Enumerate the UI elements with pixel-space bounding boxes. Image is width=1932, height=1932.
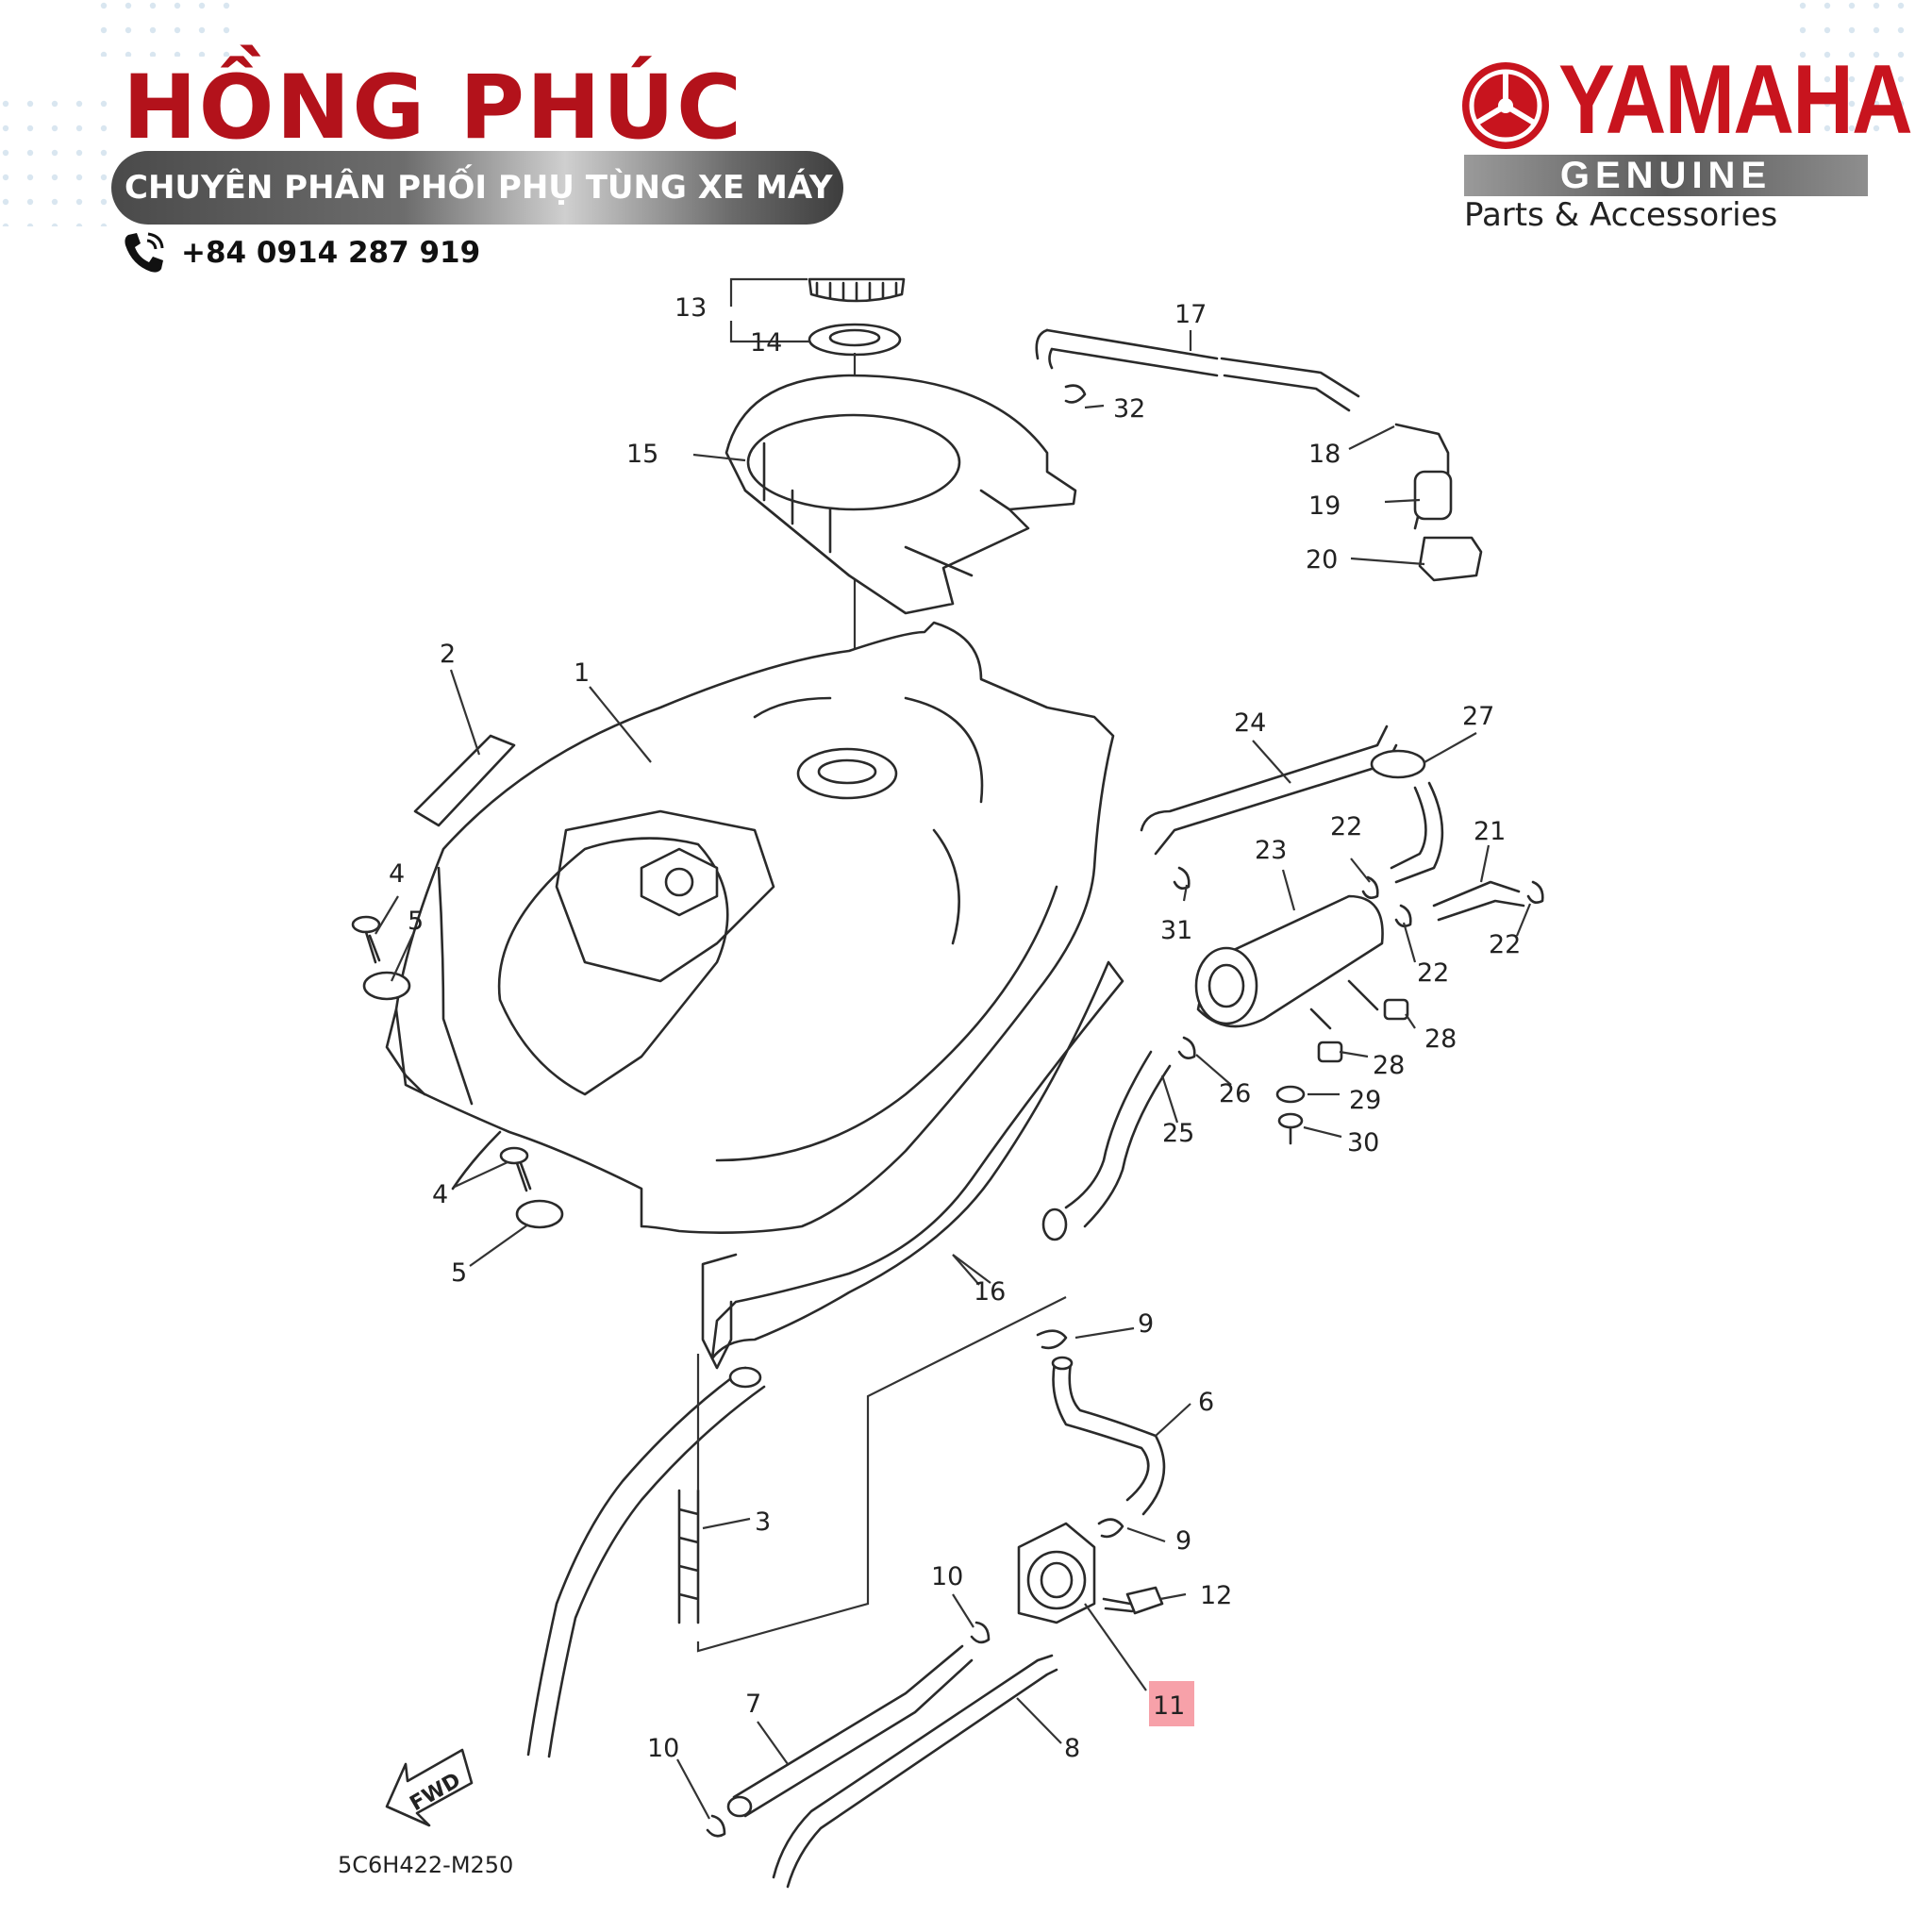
damper-28b[interactable]	[1317, 1041, 1343, 1063]
cap-gasket[interactable]	[808, 323, 902, 357]
bolt-12[interactable]	[1102, 1586, 1164, 1615]
callout-20[interactable]: 20	[1306, 545, 1338, 575]
fwd-arrow-icon: FWD	[385, 1748, 474, 1827]
callout-24[interactable]: 24	[1234, 708, 1266, 738]
check-valve[interactable]	[1394, 423, 1483, 582]
fuel-strainer[interactable]	[677, 1489, 700, 1624]
callout-22c[interactable]: 22	[1489, 930, 1521, 959]
genuine-bar: GENUINE	[1464, 155, 1868, 196]
hose-clip-9a[interactable]	[1036, 1329, 1068, 1350]
tagline-banner: CHUYÊN PHÂN PHỐI PHỤ TÙNG XE MÁY	[111, 151, 843, 225]
callout-7[interactable]: 7	[745, 1690, 761, 1719]
washer-upper[interactable]	[362, 971, 411, 1001]
fuel-tank[interactable]	[385, 621, 1115, 1234]
phone-contact[interactable]: +84 0914 287 919	[121, 226, 480, 279]
callout-25[interactable]: 25	[1162, 1119, 1194, 1148]
fuel-cock[interactable]	[1017, 1522, 1096, 1624]
hose-clip-10a[interactable]	[970, 1621, 991, 1644]
fuel-cap[interactable]	[808, 277, 906, 303]
vacuum-hose-8[interactable]	[772, 1654, 1058, 1889]
pump-hose-21[interactable]	[1390, 781, 1525, 922]
callout-28b[interactable]: 28	[1373, 1051, 1405, 1080]
highlight-box	[1149, 1681, 1194, 1726]
callout-29[interactable]: 29	[1349, 1086, 1381, 1115]
callout-22a[interactable]: 22	[1330, 812, 1362, 841]
caution-label[interactable]	[413, 734, 516, 827]
collar-29[interactable]	[1275, 1085, 1306, 1104]
pump-outlet-hose-25[interactable]	[1041, 1050, 1172, 1241]
drain-hose[interactable]	[526, 1366, 766, 1758]
callout-12[interactable]: 12	[1200, 1581, 1232, 1610]
callout-3[interactable]: 3	[755, 1507, 771, 1537]
callout-21[interactable]: 21	[1474, 817, 1506, 846]
washer-lower[interactable]	[515, 1199, 564, 1229]
callout-4b[interactable]: 4	[432, 1180, 448, 1209]
callout-9a[interactable]: 9	[1138, 1309, 1154, 1339]
fuel-hose-7[interactable]	[726, 1644, 974, 1818]
callout-32[interactable]: 32	[1113, 394, 1145, 424]
dot-pattern-top-right	[1797, 0, 1920, 142]
callout-31[interactable]: 31	[1160, 916, 1192, 945]
genuine-wordmark: GENUINE	[1559, 155, 1773, 196]
callout-30[interactable]: 30	[1347, 1128, 1379, 1158]
callout-10b[interactable]: 10	[647, 1734, 679, 1763]
parts-accessories-label: Parts & Accessories	[1464, 196, 1778, 234]
callout-17[interactable]: 17	[1174, 300, 1207, 329]
tuning-fork-emblem-icon	[1462, 62, 1549, 149]
breather-hose-upper[interactable]	[1035, 328, 1360, 412]
hose-clip-upper[interactable]	[1064, 384, 1087, 404]
callout-19[interactable]: 19	[1308, 491, 1341, 521]
phone-icon	[125, 232, 164, 273]
hose-clip-22a[interactable]	[1361, 875, 1379, 899]
fuel-pump[interactable]	[1194, 894, 1384, 1030]
callout-13[interactable]: 13	[675, 293, 707, 323]
callout-23[interactable]: 23	[1255, 836, 1287, 865]
leader-lines	[375, 277, 1532, 1820]
callout-26[interactable]: 26	[1219, 1079, 1251, 1108]
callout-15[interactable]: 15	[626, 440, 658, 469]
bolt-upper[interactable]	[351, 915, 381, 964]
bolt-30[interactable]	[1277, 1112, 1304, 1145]
hose-clip-22c[interactable]	[1526, 880, 1544, 904]
callout-14[interactable]: 14	[750, 328, 782, 358]
callout-27[interactable]: 27	[1462, 702, 1494, 731]
callout-9b[interactable]: 9	[1175, 1526, 1191, 1556]
fuel-tank-tray[interactable]	[724, 374, 1077, 615]
callout-5b[interactable]: 5	[451, 1258, 467, 1288]
damper-28a[interactable]	[1383, 998, 1409, 1021]
hose-clip-22b[interactable]	[1394, 904, 1412, 927]
callout-labels: 13 14 15 17 32 18 19 20 2 1 24 27 22 21 …	[389, 293, 1521, 1763]
callout-5a[interactable]: 5	[408, 907, 424, 936]
diagram-code: 5C6H422-M250	[338, 1852, 513, 1878]
callout-2[interactable]: 2	[440, 640, 456, 669]
dot-pattern-top-left	[0, 0, 236, 226]
hose-clip-31[interactable]	[1173, 866, 1191, 890]
callout-11[interactable]: 11	[1153, 1691, 1185, 1721]
callout-8[interactable]: 8	[1064, 1734, 1080, 1763]
phone-number: +84 0914 287 919	[181, 236, 481, 270]
brand-name: HỒNG PHÚC	[123, 57, 744, 159]
callout-1[interactable]: 1	[574, 658, 590, 688]
yamaha-wordmark: YAMAHA	[1558, 45, 1913, 155]
callout-18[interactable]: 18	[1308, 440, 1341, 469]
callout-28a[interactable]: 28	[1424, 1024, 1457, 1054]
callout-4a[interactable]: 4	[389, 859, 405, 889]
callout-22b[interactable]: 22	[1417, 958, 1449, 988]
bolt-lower[interactable]	[499, 1146, 532, 1192]
callout-10a[interactable]: 10	[931, 1562, 963, 1591]
hose-clip-10b[interactable]	[706, 1814, 726, 1838]
hose-clip-9b[interactable]	[1097, 1518, 1124, 1539]
tank-bottom-panel[interactable]	[701, 960, 1124, 1370]
callout-6[interactable]: 6	[1198, 1388, 1214, 1417]
grommet-27[interactable]	[1370, 749, 1426, 779]
callout-16[interactable]: 16	[974, 1277, 1006, 1307]
hose-clip-26[interactable]	[1177, 1036, 1196, 1059]
fuel-hose-6[interactable]	[1051, 1356, 1166, 1516]
yamaha-genuine-logo: YAMAHA GENUINE Parts & Accessories	[1453, 51, 1913, 236]
